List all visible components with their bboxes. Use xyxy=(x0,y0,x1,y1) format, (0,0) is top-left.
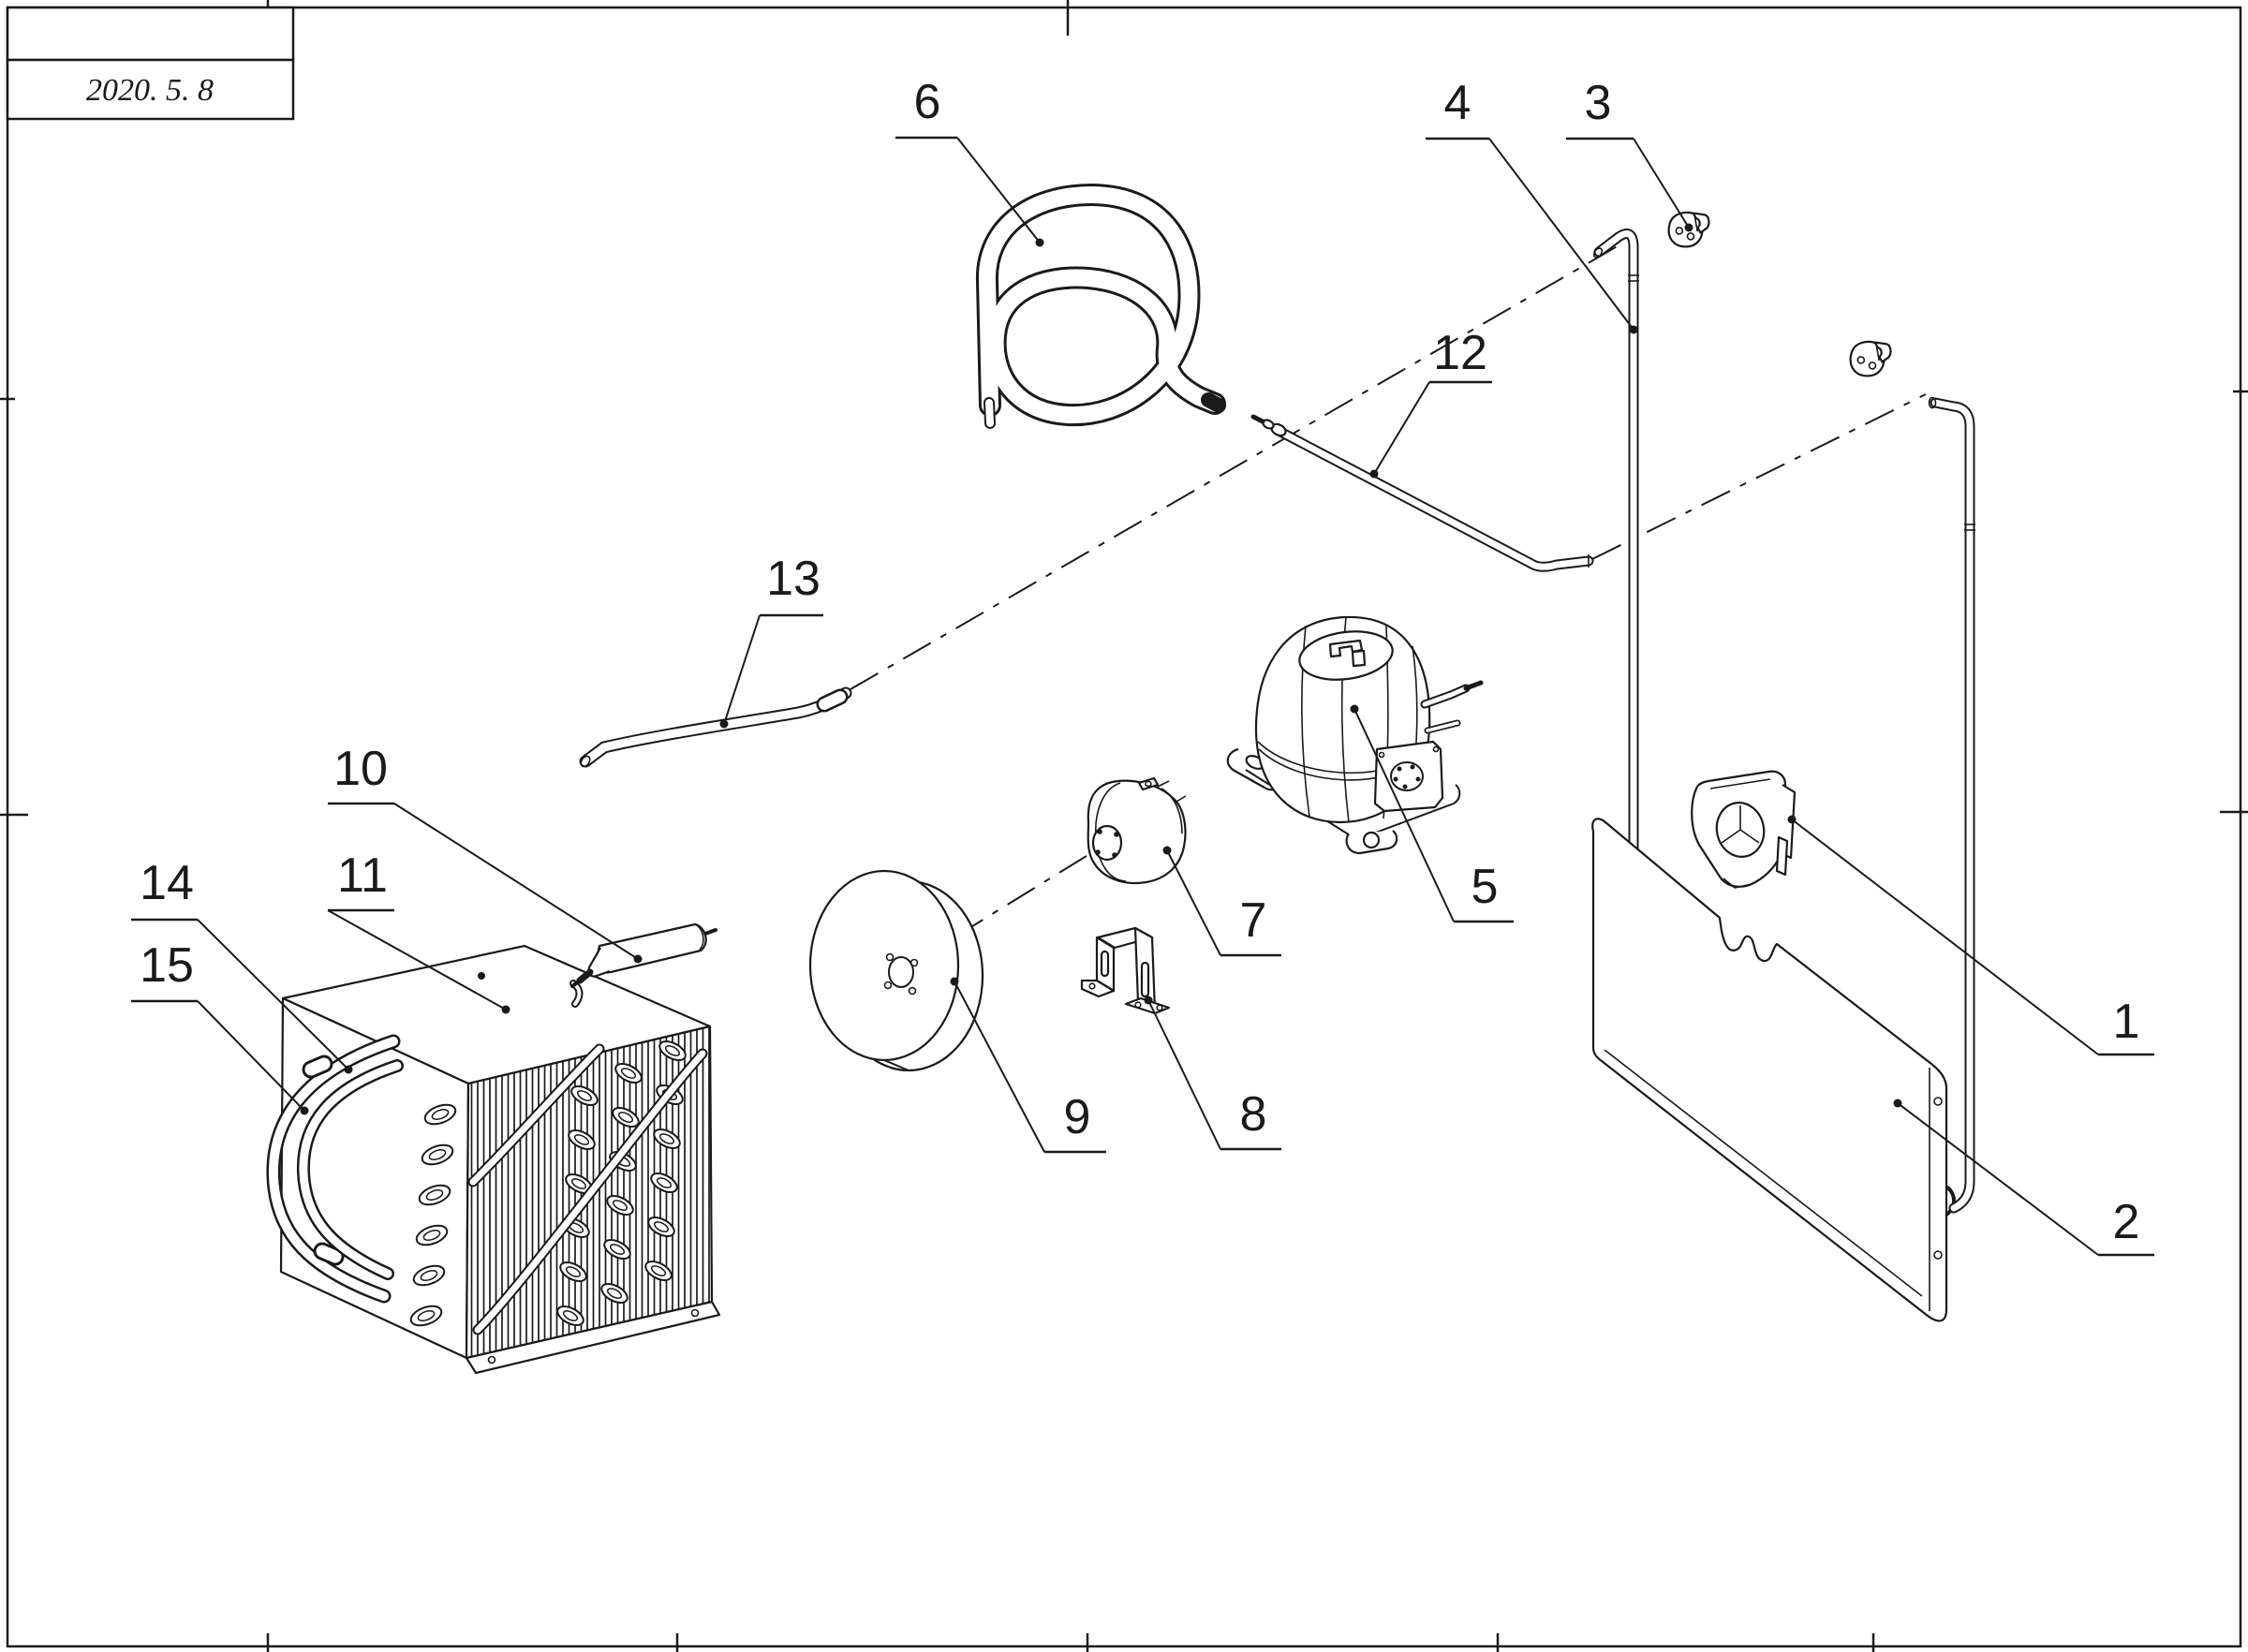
axis-line-3 xyxy=(903,850,1095,969)
callout-number: 10 xyxy=(333,742,388,796)
assembly-axis-lines xyxy=(850,243,1927,969)
callout-9: 9 xyxy=(950,977,1106,1154)
part-6-coil-tube xyxy=(987,195,1226,429)
callout-number: 1 xyxy=(2113,995,2140,1049)
callout-dot xyxy=(633,954,643,964)
part-3-clamp-b xyxy=(1846,336,1896,380)
callout-dot xyxy=(1144,996,1153,1005)
callout-leader xyxy=(1373,381,1430,475)
callout-number: 15 xyxy=(140,938,194,993)
callout-leader xyxy=(1897,1102,2099,1256)
condenser-tube-bends-left xyxy=(409,1103,457,1327)
callout-dot xyxy=(501,1005,510,1014)
callout-8: 8 xyxy=(1144,996,1281,1151)
part-9-fan-wheel xyxy=(808,869,984,1072)
callout-11: 11 xyxy=(327,848,510,1014)
callout-dot xyxy=(1369,469,1379,479)
callout-number: 12 xyxy=(1433,326,1487,380)
callout-number: 3 xyxy=(1585,76,1612,130)
callout-dot xyxy=(1162,846,1172,855)
callout-12: 12 xyxy=(1369,326,1492,479)
axis-line-1 xyxy=(850,243,1621,690)
callout-number: 7 xyxy=(1240,893,1267,948)
callout-leader xyxy=(1166,849,1221,956)
part-2-back-panel xyxy=(1591,818,1948,1322)
callout-3: 3 xyxy=(1566,76,1693,232)
callout-dot xyxy=(300,1106,309,1115)
callout-leader xyxy=(956,137,1041,243)
callout-number: 2 xyxy=(2113,1195,2140,1249)
callout-dot xyxy=(950,977,959,986)
part-1-bracket xyxy=(1691,770,1797,889)
part-5-compressor xyxy=(1226,615,1484,855)
title-block: 2020. 5. 8 xyxy=(6,6,295,121)
callout-leader xyxy=(1147,999,1221,1150)
condenser-tube-bends-right xyxy=(556,1040,687,1326)
callout-13: 13 xyxy=(719,552,823,729)
callout-dot xyxy=(719,719,729,729)
callout-leader xyxy=(197,1000,305,1112)
part-4-condenser-tube xyxy=(1592,234,1975,1208)
callout-number: 8 xyxy=(1240,1087,1267,1142)
callout-number: 6 xyxy=(914,75,941,129)
callout-6: 6 xyxy=(895,75,1044,247)
callout-leader xyxy=(393,803,639,960)
callout-14: 14 xyxy=(131,856,353,1074)
part-7-fan-motor xyxy=(1087,776,1187,884)
callout-leader xyxy=(723,614,761,725)
part-13-tube xyxy=(579,693,846,768)
title-block-date: 2020. 5. 8 xyxy=(86,73,214,108)
callout-leader xyxy=(1488,138,1634,331)
callout-dot xyxy=(1684,223,1693,232)
callout-dot xyxy=(344,1065,353,1074)
callout-number: 5 xyxy=(1472,860,1499,914)
callout-dot xyxy=(1350,704,1359,714)
callout-5: 5 xyxy=(1350,704,1514,923)
callout-dot xyxy=(1893,1099,1902,1108)
callout-number: 4 xyxy=(1444,76,1472,130)
callout-leader xyxy=(197,919,349,1070)
callout-leader xyxy=(1353,708,1455,922)
callout-number: 14 xyxy=(140,856,194,910)
callout-10: 10 xyxy=(328,742,643,964)
callout-dot xyxy=(1629,325,1638,334)
part-15-tube-loop-outer xyxy=(274,1041,393,1296)
callout-leader xyxy=(1633,138,1690,229)
callout-4: 4 xyxy=(1426,76,1638,334)
callout-7: 7 xyxy=(1162,846,1281,957)
part-8-motor-bracket xyxy=(1080,926,1171,1015)
part-12-tube xyxy=(1250,414,1589,568)
callout-dot xyxy=(1035,238,1044,247)
part-10-filter-drier xyxy=(570,922,717,988)
callout-leader xyxy=(1791,819,2099,1055)
callout-leader xyxy=(327,909,507,1010)
callout-number: 9 xyxy=(1064,1090,1091,1144)
callout-dot xyxy=(1787,815,1797,824)
callout-1: 1 xyxy=(1787,815,2154,1056)
callout-number: 13 xyxy=(766,552,821,606)
callout-leader xyxy=(954,981,1045,1153)
callout-2: 2 xyxy=(1893,1099,2154,1257)
callout-number: 11 xyxy=(337,848,388,903)
axis-line-2 xyxy=(1591,393,1927,560)
callout-15: 15 xyxy=(131,938,309,1115)
part-11-condenser xyxy=(279,944,721,1375)
